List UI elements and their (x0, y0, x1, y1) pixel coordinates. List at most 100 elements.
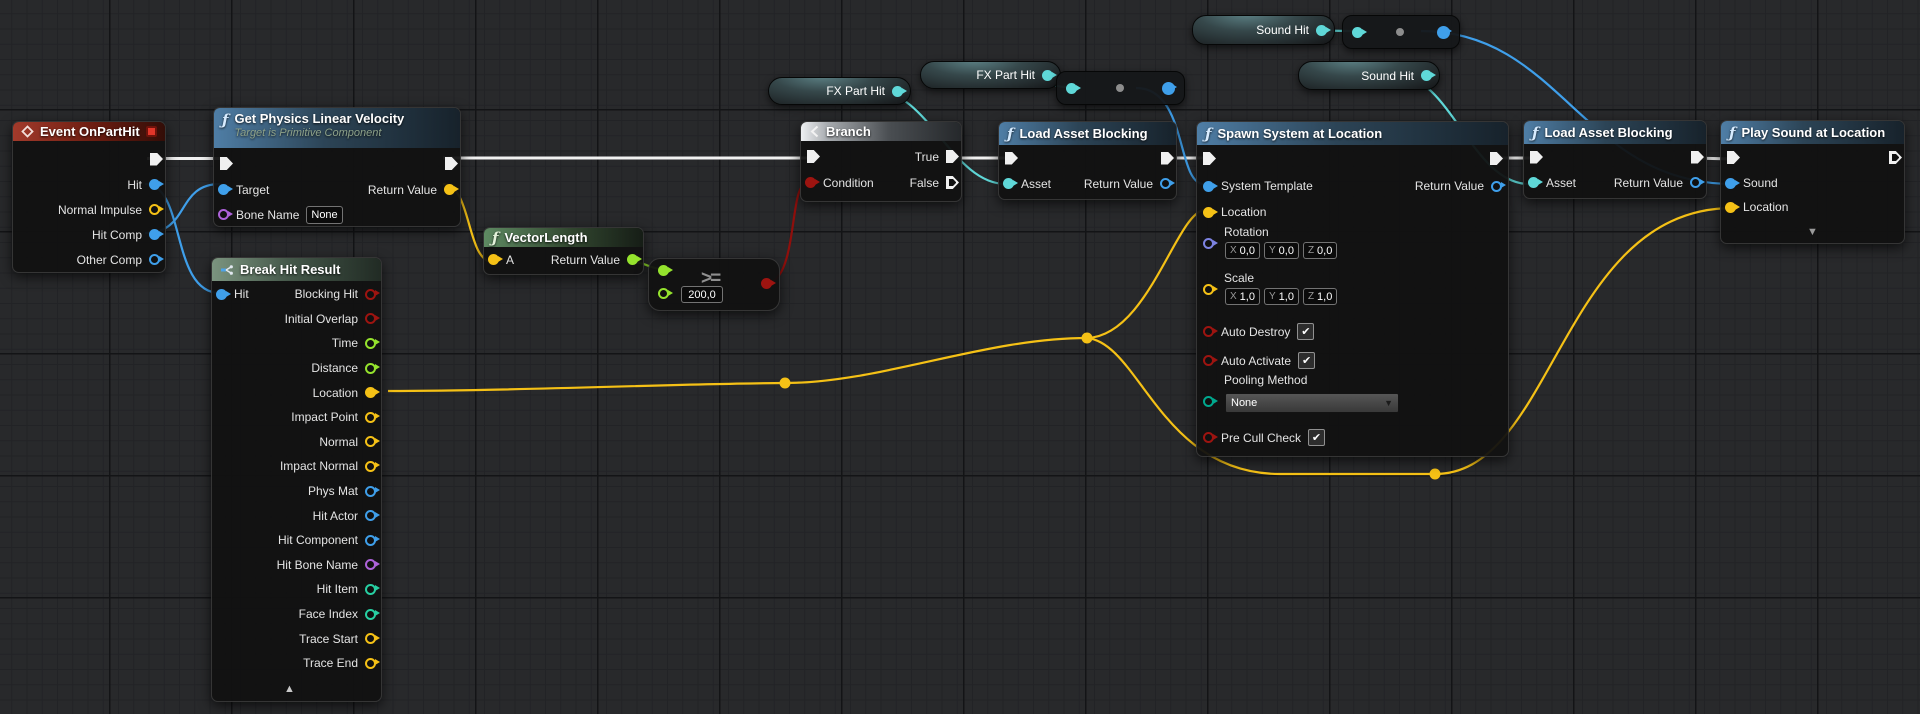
compare-result-pin[interactable] (761, 278, 776, 289)
node-play-sound-at-location[interactable]: ƒ Play Sound at Location Sound Location … (1720, 120, 1905, 244)
playsound-sound-pin[interactable] (1725, 177, 1740, 189)
break-distance-pin[interactable] (365, 362, 380, 374)
convert-sound-out-pin[interactable] (1437, 25, 1452, 39)
fx-part-hit-1-out-pin[interactable] (892, 85, 907, 97)
break-trace-end-pin[interactable] (365, 657, 380, 669)
loadasset2-asset-pin[interactable] (1528, 177, 1543, 188)
loadasset1-exec-out-pin[interactable] (1161, 151, 1174, 165)
branch-true-pin[interactable] (946, 150, 959, 163)
node-load-asset-blocking-2[interactable]: ƒ Load Asset Blocking Asset Return Value (1523, 120, 1707, 199)
collapse-arrow-icon[interactable]: ▼ (1807, 226, 1818, 238)
break-impact-normal-pin[interactable] (365, 460, 380, 472)
break-hit-actor-pin[interactable] (365, 510, 380, 522)
convert-sound-in-pin[interactable] (1352, 26, 1367, 38)
spawn-auto-destroy-pin[interactable] (1203, 326, 1218, 337)
sound-hit-2-out-pin[interactable] (1421, 70, 1436, 81)
node-get-fx-part-hit-2[interactable]: FX Part Hit (920, 61, 1061, 89)
break-hit-component-pin[interactable] (365, 534, 380, 546)
break-normal-pin[interactable] (365, 436, 380, 448)
playsound-exec-in-pin[interactable] (1727, 151, 1740, 164)
break-face-index-pin[interactable] (365, 608, 380, 620)
vectorlength-header[interactable]: ƒ VectorLength (484, 228, 643, 247)
loadasset1-header[interactable]: ƒ Load Asset Blocking (999, 122, 1176, 145)
event-hit-pin[interactable] (149, 179, 164, 190)
auto-activate-checkbox[interactable]: ✔ (1298, 352, 1316, 369)
break-trace-start-pin[interactable] (365, 633, 380, 645)
loadasset2-exec-in-pin[interactable] (1530, 150, 1543, 164)
reroute-node-1[interactable] (779, 377, 791, 389)
collapse-arrow-icon[interactable]: ▲ (284, 683, 295, 695)
spawn-location-pin[interactable] (1203, 206, 1218, 218)
spawn-pooling-method-pin[interactable] (1203, 396, 1218, 407)
playsound-exec-out-pin[interactable] (1889, 151, 1902, 164)
loadasset2-header[interactable]: ƒ Load Asset Blocking (1524, 121, 1706, 144)
reroute-node-3[interactable] (1429, 468, 1441, 480)
node-vector-length[interactable]: ƒ VectorLength A Return Value (483, 227, 644, 275)
loadasset1-exec-in-pin[interactable] (1005, 151, 1018, 165)
getvelocity-exec-in-pin[interactable] (220, 157, 233, 170)
spawn-return-pin[interactable] (1491, 180, 1506, 192)
convert-fx-out-pin[interactable] (1162, 81, 1177, 95)
break-initial-overlap-pin[interactable] (365, 313, 380, 325)
reroute-node-2[interactable] (1081, 332, 1093, 344)
break-hit-item-pin[interactable] (365, 583, 380, 595)
break-blocking-hit-pin[interactable] (365, 288, 380, 300)
branch-exec-in-pin[interactable] (807, 150, 820, 163)
event-exec-out-pin[interactable] (150, 152, 163, 166)
break-node-header[interactable]: Break Hit Result (212, 258, 381, 281)
spawn-rotation-pin[interactable] (1203, 238, 1218, 249)
node-soft-ref-convert-sound[interactable] (1342, 15, 1460, 49)
break-hit-in-pin[interactable] (216, 288, 231, 300)
getvelocity-bone-name-pin[interactable] (218, 209, 233, 220)
node-event-onparthit[interactable]: Event OnPartHit Hit Normal Impulse Hit C… (12, 121, 166, 273)
break-location-pin[interactable] (365, 387, 380, 399)
loadasset2-return-pin[interactable] (1690, 177, 1705, 188)
compare-b-pin[interactable] (658, 288, 673, 299)
loadasset1-return-pin[interactable] (1160, 178, 1175, 189)
getvelocity-exec-out-pin[interactable] (445, 157, 458, 170)
node-get-sound-hit-1[interactable]: Sound Hit (1192, 15, 1335, 45)
bone-name-field[interactable]: None (306, 205, 343, 224)
node-soft-ref-convert-fx[interactable] (1056, 71, 1185, 105)
event-hit-comp-pin[interactable] (149, 229, 164, 240)
pooling-method-dropdown[interactable]: None ▼ (1225, 393, 1399, 413)
compare-value-field[interactable]: 200,0 (681, 286, 723, 303)
node-branch[interactable]: Branch True Condition False (800, 121, 962, 202)
node-greater-equal[interactable]: >= 200,0 (648, 258, 780, 311)
node-get-sound-hit-2[interactable]: Sound Hit (1298, 61, 1440, 90)
sound-hit-1-out-pin[interactable] (1316, 24, 1331, 36)
event-other-comp-pin[interactable] (149, 254, 164, 265)
node-get-fx-part-hit-1[interactable]: FX Part Hit (768, 77, 911, 105)
convert-fx-in-pin[interactable] (1066, 82, 1081, 94)
loadasset1-asset-pin[interactable] (1003, 178, 1018, 189)
node-load-asset-blocking-1[interactable]: ƒ Load Asset Blocking Asset Return Value (998, 121, 1177, 200)
event-normal-impulse-pin[interactable] (149, 204, 164, 215)
branch-header[interactable]: Branch (801, 122, 961, 141)
spawn-auto-activate-pin[interactable] (1203, 355, 1218, 366)
vectorlength-a-pin[interactable] (488, 254, 503, 265)
getvelocity-target-pin[interactable] (218, 184, 233, 195)
spawn-system-template-pin[interactable] (1203, 180, 1218, 192)
function-node-header[interactable]: ƒ Get Physics Linear Velocity Target is … (214, 108, 460, 148)
break-hit-bone-name-pin[interactable] (365, 559, 380, 571)
spawn-scale-pin[interactable] (1203, 284, 1218, 295)
branch-condition-pin[interactable] (805, 177, 820, 188)
pre-cull-check-checkbox[interactable]: ✔ (1308, 429, 1326, 446)
spawn-exec-out-pin[interactable] (1490, 152, 1503, 165)
break-phys-mat-pin[interactable] (365, 485, 380, 497)
spawn-pre-cull-check-pin[interactable] (1203, 432, 1218, 443)
getvelocity-return-pin[interactable] (444, 184, 459, 195)
playsound-location-pin[interactable] (1725, 201, 1740, 213)
spawn-exec-in-pin[interactable] (1203, 152, 1216, 165)
fx-part-hit-2-out-pin[interactable] (1042, 69, 1057, 81)
branch-false-pin[interactable] (946, 176, 959, 189)
event-node-header[interactable]: Event OnPartHit (13, 122, 165, 141)
event-delegate-pin[interactable] (146, 126, 157, 137)
